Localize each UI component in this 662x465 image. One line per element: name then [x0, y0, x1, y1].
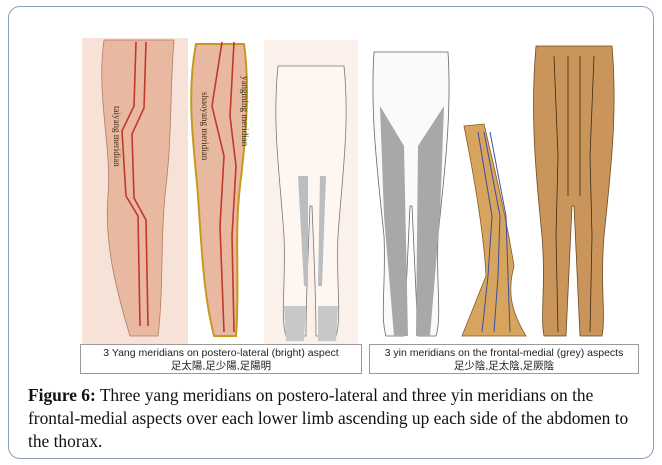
label-shaoyang: shaoyang meridian: [200, 92, 210, 161]
panel-bronze-figure: [534, 46, 615, 336]
panel-caption-yin-line1: 3 yin meridians on the frontal-medial (g…: [370, 347, 638, 360]
meridian-illustration: taiyang meridian shaoyang meridian yangm…: [74, 36, 654, 372]
figure-caption: Figure 6: Three yang meridians on poster…: [28, 384, 648, 453]
panel-caption-yin-line2: 足少陰,足太陰,足厥陰: [370, 360, 638, 373]
panel-posterior-outline: [264, 40, 358, 344]
label-yangming: yangming meridian: [240, 76, 250, 147]
panel-caption-yang-line1: 3 Yang meridians on postero-lateral (bri…: [81, 347, 361, 360]
figure-caption-label: Figure 6:: [28, 385, 96, 405]
panel-caption-yin: 3 yin meridians on the frontal-medial (g…: [369, 344, 639, 374]
panel-taiyang: taiyang meridian: [82, 38, 188, 344]
panel-caption-yang-line2: 足太陽,足少陽,足陽明: [81, 360, 361, 373]
panel-shaoyang-yangming: shaoyang meridian yangming meridian: [191, 42, 250, 336]
label-taiyang: taiyang meridian: [112, 106, 122, 167]
figure-caption-text: Three yang meridians on postero-lateral …: [28, 385, 628, 451]
panel-caption-yang: 3 Yang meridians on postero-lateral (bri…: [80, 344, 362, 374]
panel-bent-leg: [462, 124, 526, 336]
panel-frontal-grey: [366, 40, 458, 344]
